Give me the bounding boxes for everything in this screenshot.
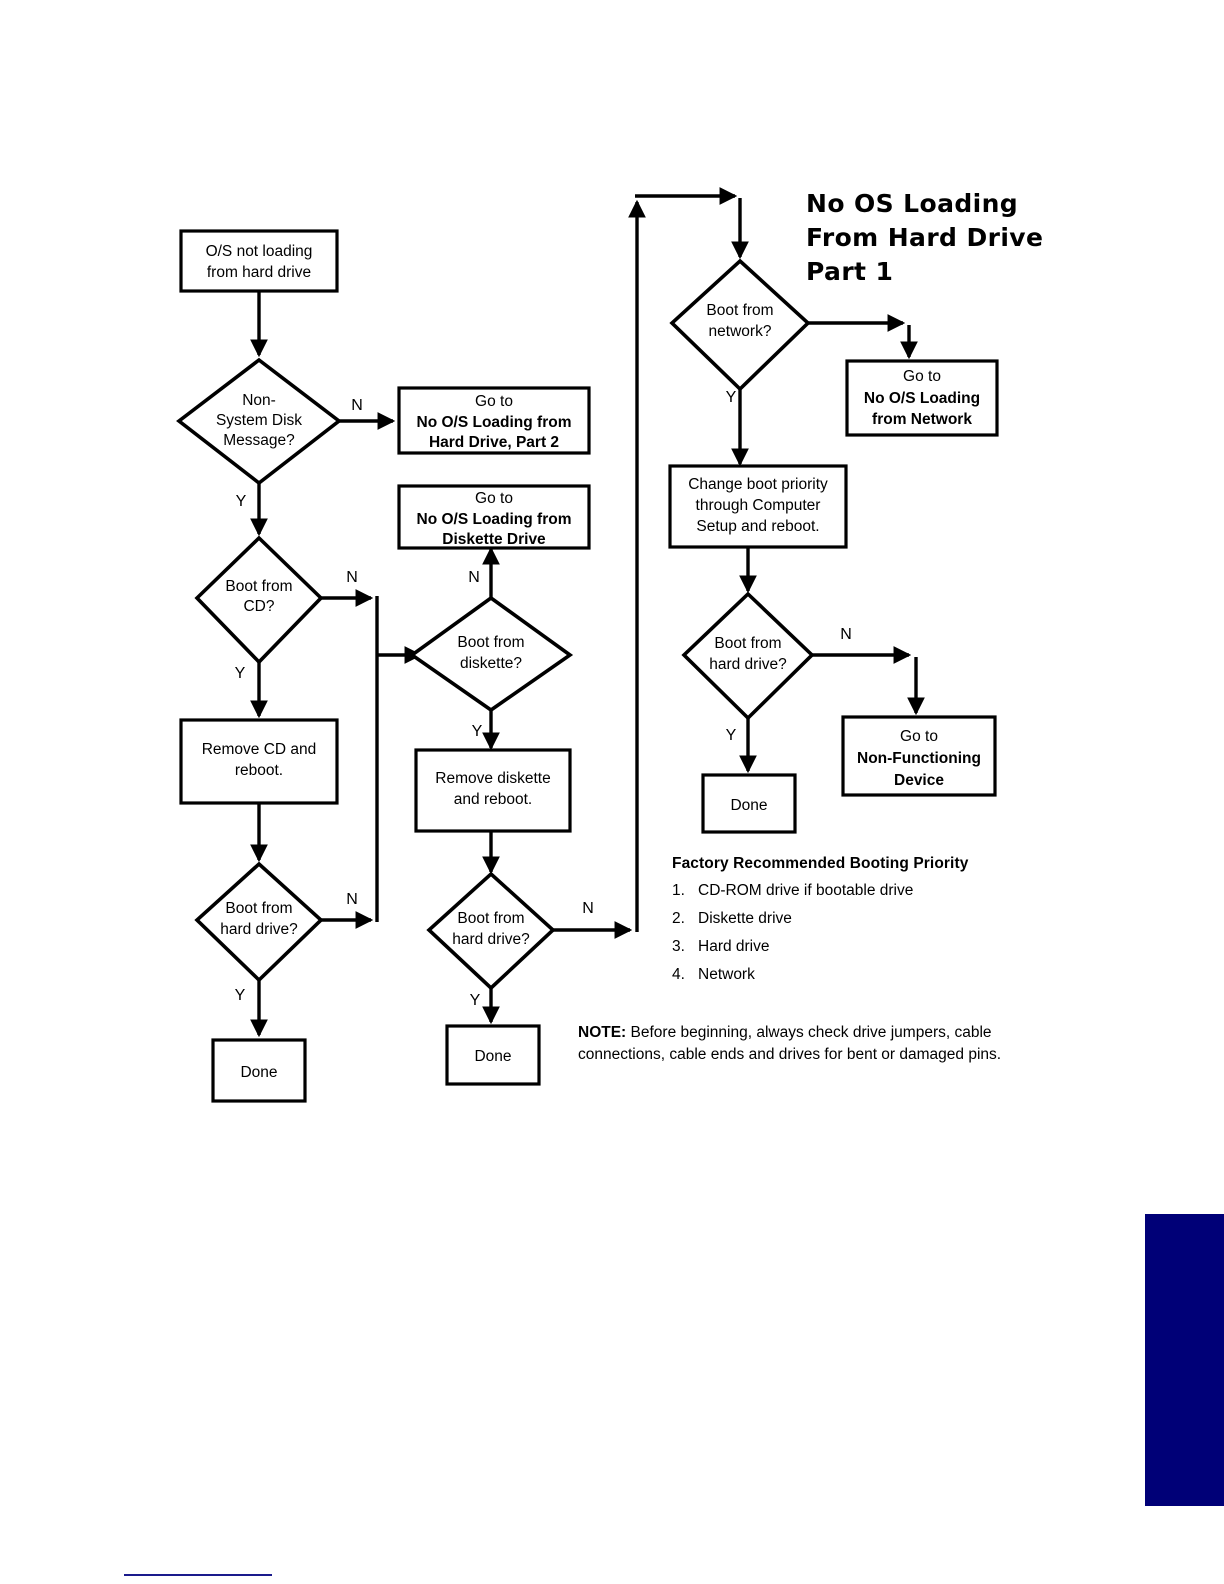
node-boot-from-diskette[interactable]: Boot from diskette? [408, 595, 574, 713]
node-boot-hd-right-line-1: Boot from [714, 635, 781, 652]
branch-label-bootdiskette-y: Y [472, 723, 483, 740]
factory-priority-heading: Factory Recommended Booting Priority [672, 855, 969, 872]
node-done-right[interactable]: Done [701, 773, 797, 834]
list-item-number: 2. [672, 910, 685, 927]
node-boot-hd-mid-line-2: hard drive? [452, 931, 530, 948]
branch-label-bootcd-n: N [346, 569, 358, 586]
node-boot-diskette-line-2: diskette? [460, 655, 522, 672]
node-start-line-1: O/S not loading [206, 243, 313, 260]
node-goto-nonfunc-line-1: Go to [900, 728, 938, 745]
node-goto-part2[interactable]: Go to No O/S Loading from Hard Drive, Pa… [397, 386, 591, 455]
node-non-system-disk-line-2: System Disk [216, 412, 302, 429]
node-done-left[interactable]: Done [211, 1038, 307, 1103]
node-goto-diskette-line-3: Diskette Drive [442, 531, 546, 548]
branch-label-nonsystem-y: Y [236, 493, 247, 510]
list-item: 1. CD-ROM drive if bootable drive [672, 882, 1022, 900]
list-item-text: CD-ROM drive if bootable drive [698, 882, 914, 899]
node-change-priority-line-3: Setup and reboot. [696, 518, 819, 535]
node-boot-hd-left-line-1: Boot from [225, 900, 292, 917]
node-boot-from-network[interactable]: Boot from network? [669, 258, 811, 392]
node-boot-hd-mid-line-1: Boot from [457, 910, 524, 927]
branch-label-bootnetwork-y: Y [726, 389, 737, 406]
list-item-text: Diskette drive [698, 910, 792, 927]
node-done-right-label: Done [730, 797, 767, 814]
node-boot-hard-drive-right[interactable]: Boot from hard drive? [681, 591, 815, 721]
node-boot-hd-right-line-2: hard drive? [709, 656, 787, 673]
node-boot-network-line-1: Boot from [706, 302, 773, 319]
node-goto-nonfunc-line-3: Device [894, 772, 944, 789]
title-line-1: No OS Loading [806, 189, 1018, 218]
node-goto-non-functioning-device[interactable]: Go to Non-Functioning Device [841, 715, 997, 797]
branch-label-boothdleft-y: Y [235, 987, 246, 1004]
node-remove-diskette[interactable]: Remove diskette and reboot. [414, 748, 572, 833]
node-boot-hd-left-line-2: hard drive? [220, 921, 298, 938]
branch-label-boothdleft-n: N [346, 891, 358, 908]
title-line-2: From Hard Drive [806, 223, 1043, 252]
page-corner-accent-block [1145, 1214, 1224, 1506]
node-remove-cd[interactable]: Remove CD and reboot. [179, 718, 339, 805]
node-non-system-disk-line-1: Non- [242, 392, 276, 409]
node-boot-from-cd[interactable]: Boot from CD? [194, 535, 324, 665]
node-goto-network-line-1: Go to [903, 368, 941, 385]
footer-rule [124, 1574, 272, 1576]
list-item-number: 4. [672, 966, 685, 983]
list-item-text: Hard drive [698, 938, 770, 955]
list-item-number: 3. [672, 938, 685, 955]
node-done-left-label: Done [240, 1064, 277, 1081]
node-boot-cd-line-1: Boot from [225, 578, 292, 595]
node-goto-diskette[interactable]: Go to No O/S Loading from Diskette Drive [397, 484, 591, 550]
list-item: 4. Network [672, 966, 1022, 984]
note-label: NOTE: [578, 1024, 627, 1041]
factory-priority-block: Factory Recommended Booting Priority 1. … [672, 855, 1022, 994]
list-item: 2. Diskette drive [672, 910, 1022, 928]
node-done-mid-label: Done [474, 1048, 511, 1065]
note-block: NOTE: Before beginning, always check dri… [578, 1022, 1018, 1066]
node-goto-part2-line-3: Hard Drive, Part 2 [429, 434, 559, 451]
branch-label-nonsystem-n: N [351, 397, 363, 414]
branch-label-boothdmid-n: N [582, 900, 594, 917]
node-goto-diskette-line-2: No O/S Loading from [417, 511, 572, 528]
node-remove-cd-line-1: Remove CD and [202, 741, 317, 758]
node-start-line-2: from hard drive [207, 264, 311, 281]
node-boot-diskette-line-1: Boot from [457, 634, 524, 651]
node-goto-nonfunc-line-2: Non-Functioning [857, 750, 981, 767]
node-goto-network-line-3: from Network [872, 411, 972, 428]
list-item: 3. Hard drive [672, 938, 1022, 956]
node-goto-network-line-2: No O/S Loading [864, 390, 980, 407]
node-boot-hard-drive-mid[interactable]: Boot from hard drive? [426, 871, 556, 991]
node-change-boot-priority[interactable]: Change boot priority through Computer Se… [668, 464, 848, 549]
node-change-priority-line-1: Change boot priority [688, 476, 828, 493]
branch-label-bootcd-y: Y [235, 665, 246, 682]
node-non-system-disk[interactable]: Non- System Disk Message? [176, 357, 342, 486]
node-boot-network-line-2: network? [709, 323, 772, 340]
connectors [250, 187, 925, 1038]
node-goto-diskette-line-1: Go to [475, 490, 513, 507]
node-done-mid[interactable]: Done [445, 1024, 541, 1086]
title-line-3: Part 1 [806, 257, 893, 286]
node-boot-cd-line-2: CD? [243, 598, 274, 615]
page-title: No OS Loading From Hard Drive Part 1 [806, 189, 1043, 286]
node-goto-part2-line-1: Go to [475, 393, 513, 410]
branch-label-bootdiskette-n: N [468, 569, 480, 586]
node-goto-part2-line-2: No O/S Loading from [417, 414, 572, 431]
branch-label-boothdright-y: Y [726, 727, 737, 744]
node-change-priority-line-2: through Computer [696, 497, 821, 514]
node-non-system-disk-line-3: Message? [223, 432, 295, 449]
node-remove-diskette-line-2: and reboot. [454, 791, 532, 808]
list-item-number: 1. [672, 882, 685, 899]
node-boot-hard-drive-left[interactable]: Boot from hard drive? [194, 861, 324, 983]
node-remove-diskette-line-1: Remove diskette [435, 770, 550, 787]
node-goto-network[interactable]: Go to No O/S Loading from Network [845, 359, 999, 437]
factory-priority-list: 1. CD-ROM drive if bootable drive 2. Dis… [672, 882, 1022, 984]
list-item-text: Network [698, 966, 755, 983]
branch-label-boothdmid-y: Y [470, 992, 481, 1009]
node-remove-cd-line-2: reboot. [235, 762, 283, 779]
note-text: Before beginning, always check drive jum… [578, 1024, 1002, 1063]
branch-label-boothdright-n: N [840, 626, 852, 643]
node-start[interactable]: O/S not loading from hard drive [179, 229, 339, 293]
